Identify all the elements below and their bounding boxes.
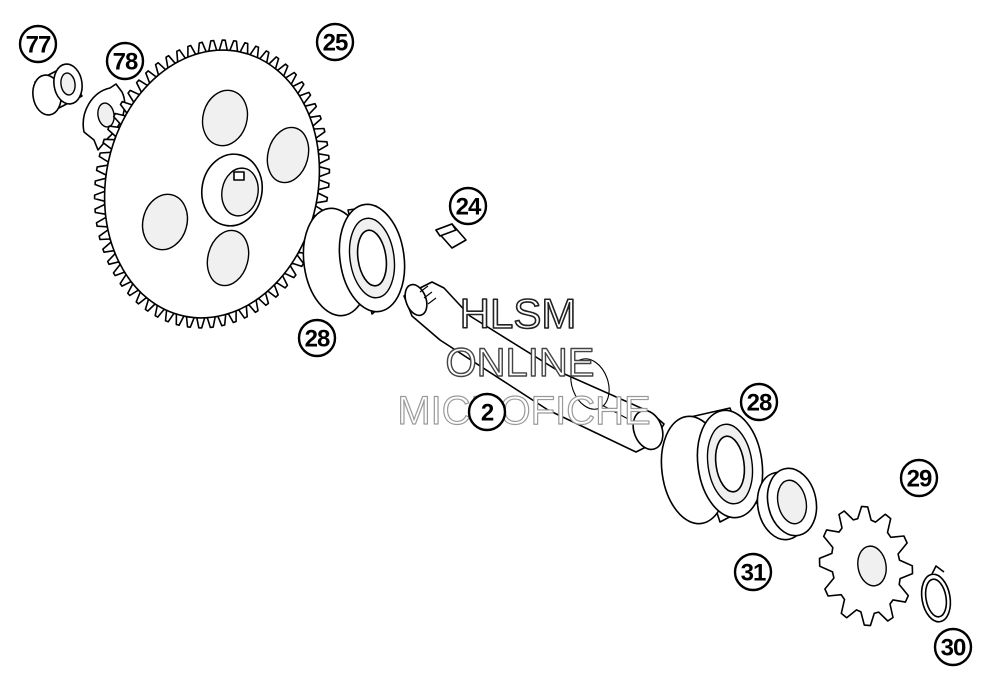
callout-24: 24 [448, 186, 488, 226]
callout-24-label: 24 [456, 194, 482, 221]
part-31-ring [756, 467, 818, 541]
watermark: HLSM ONLINE MICROFICHE [397, 289, 652, 433]
watermark-line-1: HLSM [460, 290, 577, 337]
callout-29: 29 [899, 458, 939, 498]
callout-29-label: 29 [907, 466, 932, 493]
callout-30-label: 30 [941, 635, 966, 662]
callout-28-lower-label: 28 [747, 390, 772, 417]
callout-28-lower: 28 [739, 382, 779, 422]
part-29-sprocket [818, 505, 914, 627]
callout-2: 2 [467, 392, 507, 432]
watermark-line-2: ONLINE [446, 341, 595, 385]
part-2-shaft [403, 281, 665, 453]
part-24-key [435, 223, 467, 249]
callout-28-upper: 28 [297, 318, 337, 358]
part-78-lock-washer [82, 83, 126, 151]
callout-77-label: 77 [26, 32, 51, 59]
callout-31: 31 [733, 552, 773, 592]
callout-30: 30 [933, 627, 973, 667]
callout-25: 25 [315, 22, 355, 62]
part-28-lower-bearing [660, 407, 764, 525]
part-77-bushing [32, 63, 83, 116]
callout-25-label: 25 [323, 30, 348, 57]
callout-31-label: 31 [741, 560, 766, 587]
callout-78-label: 78 [113, 49, 138, 76]
part-25-large-gear [93, 39, 331, 329]
callout-77: 77 [18, 24, 58, 64]
part-28-upper-bearing [302, 203, 406, 317]
callout-2-label: 2 [481, 400, 494, 427]
watermark-line-3: MICROFICHE [397, 389, 650, 433]
part-30-circlip [920, 565, 952, 623]
callout-28-upper-label: 28 [305, 326, 330, 353]
callout-78: 78 [105, 41, 145, 81]
